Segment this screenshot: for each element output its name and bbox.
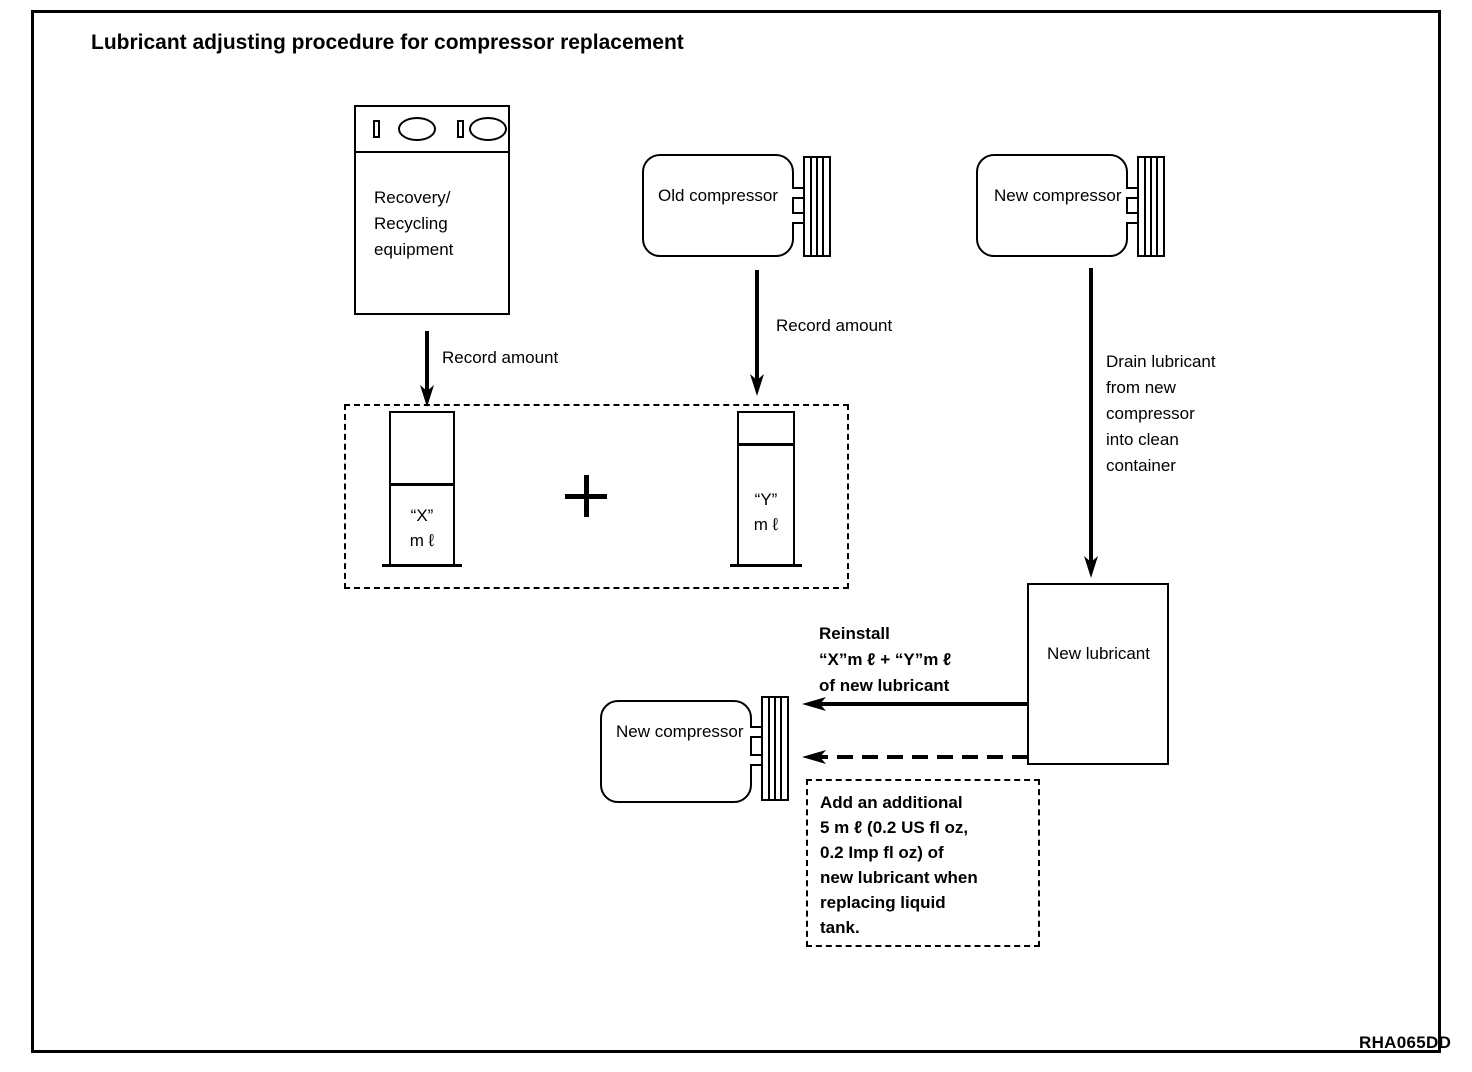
- equipment-control-panel: [356, 107, 508, 153]
- cylinder-y-base: [730, 564, 802, 567]
- record-amount-recovery-label: Record amount: [442, 348, 559, 367]
- compressor-mount-stub: [1126, 212, 1140, 224]
- compressor-mount-stub: [750, 754, 764, 766]
- reference-code: RHA065DD: [1359, 1033, 1452, 1052]
- record-amount-old-compressor-label: Record amount: [776, 316, 893, 335]
- cylinder-x-fill-level: [389, 483, 455, 486]
- arrow-lubricant-to-new-compressor-solid: [802, 697, 1028, 711]
- compressor-pulley-icon: [803, 156, 831, 257]
- arrow-recovery-to-cylinder-x: [420, 331, 434, 407]
- additional-lubricant-note-text: Add an additional 5 m ℓ (0.2 US fl oz, 0…: [820, 793, 978, 937]
- panel-gauge-icon: [398, 117, 436, 141]
- new-compressor-bottom-label: New compressor: [616, 722, 744, 741]
- new-compressor-top-label: New compressor: [994, 186, 1122, 205]
- compressor-mount-stub: [792, 187, 806, 199]
- cylinder-x-amount-label: “X”: [410, 506, 434, 525]
- cylinder-y-amount-label: “Y”: [754, 490, 778, 509]
- panel-switch-icon: [457, 120, 464, 138]
- cylinder-y-unit-label: m ℓ: [753, 515, 779, 534]
- old-compressor-label: Old compressor: [658, 186, 778, 205]
- new-compressor-bottom-node: [600, 700, 752, 803]
- compressor-mount-stub: [750, 726, 764, 738]
- drain-lubricant-label: Drain lubricant from new compressor into…: [1106, 352, 1216, 475]
- plus-icon: [565, 475, 607, 517]
- compressor-mount-stub: [792, 212, 806, 224]
- cylinder-y-fill-level: [737, 443, 795, 446]
- cylinder-y-node: “Y” m ℓ: [726, 411, 806, 579]
- compressor-mount-stub: [1126, 187, 1140, 199]
- old-compressor-node: [642, 154, 794, 257]
- additional-lubricant-note: Add an additional 5 m ℓ (0.2 US fl oz, 0…: [806, 779, 1040, 947]
- arrow-new-compressor-to-lubricant: [1084, 268, 1098, 578]
- cylinder-x-base: [382, 564, 462, 567]
- page-title: Lubricant adjusting procedure for compre…: [91, 31, 684, 54]
- panel-switch-icon: [373, 120, 380, 138]
- compressor-pulley-icon: [1137, 156, 1165, 257]
- diagram-frame: Lubricant adjusting procedure for compre…: [31, 10, 1451, 1053]
- recovery-recycling-equipment-node: Recovery/ Recycling equipment: [354, 105, 510, 315]
- recovery-equipment-label: Recovery/ Recycling equipment: [374, 188, 454, 259]
- panel-gauge-icon: [469, 117, 507, 141]
- cylinder-x-unit-label: m ℓ: [409, 531, 435, 550]
- new-lubricant-node: New lubricant: [1027, 583, 1169, 765]
- compressor-pulley-icon: [761, 696, 789, 801]
- reinstall-label: Reinstall “X”m ℓ + “Y”m ℓ of new lubrica…: [819, 624, 952, 695]
- new-compressor-top-node: [976, 154, 1128, 257]
- arrow-lubricant-to-new-compressor-dashed: [802, 750, 1028, 764]
- new-lubricant-label: New lubricant: [1047, 644, 1150, 663]
- recorded-amounts-group: [344, 404, 849, 589]
- cylinder-x-node: “X” m ℓ: [382, 411, 462, 579]
- arrow-old-compressor-to-cylinder-y: [750, 270, 764, 396]
